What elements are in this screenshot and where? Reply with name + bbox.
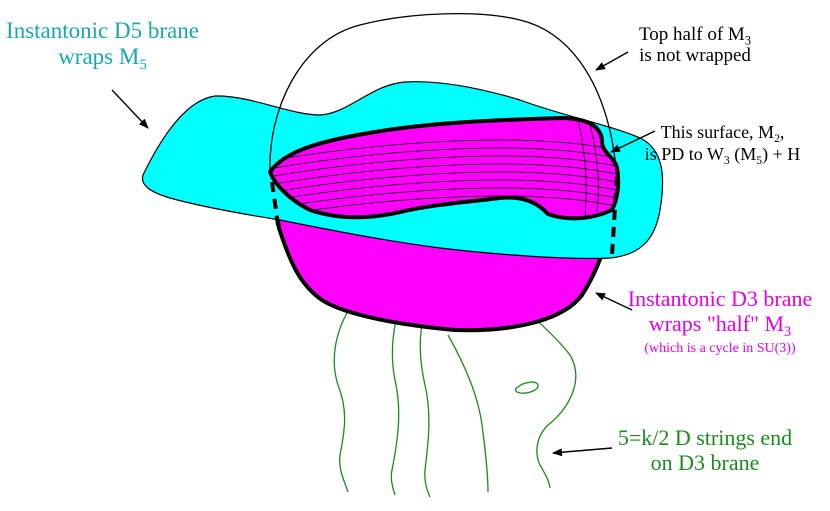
surface-m2 bbox=[270, 118, 619, 219]
label-d-strings: 5=k/2 D strings end on D3 brane bbox=[590, 425, 820, 475]
label-top-half-line1-text: Top half of M bbox=[639, 24, 745, 45]
arrows bbox=[111, 51, 656, 457]
d-string-5 bbox=[492, 279, 577, 489]
label-surface-line1-text: This surface, M bbox=[660, 122, 775, 142]
label-d5-brane: Instantonic D5 brane wraps M5 bbox=[0, 18, 205, 73]
label-d-strings-line2: on D3 brane bbox=[650, 449, 760, 475]
label-d5-line1: Instantonic D5 brane bbox=[6, 18, 199, 43]
label-surface-line2-sub1: 3 bbox=[723, 153, 730, 167]
label-surface-line1: This surface, M2, bbox=[635, 122, 810, 144]
d-string-2 bbox=[390, 297, 404, 496]
label-surface: This surface, M2, is PD to W3 (M5) + H bbox=[635, 122, 810, 166]
label-d5-line2-sub: 5 bbox=[139, 56, 147, 73]
label-surface-line2-sub2: 5 bbox=[756, 153, 763, 167]
surface-m2-outline bbox=[268, 116, 621, 221]
label-d3-line2-sub: 3 bbox=[784, 323, 792, 340]
label-d-strings-line1: 5=k/2 D strings end bbox=[617, 425, 793, 450]
label-top-half: Top half of M3 is not wrapped bbox=[615, 24, 775, 67]
label-top-half-line1: Top half of M3 bbox=[615, 24, 775, 48]
label-d3-cycle-note: (which is a cycle in SU(3)) bbox=[644, 341, 796, 356]
d-string-4 bbox=[447, 334, 489, 493]
arrow-d3 bbox=[595, 292, 633, 311]
label-d5-line2-text: wraps M bbox=[58, 43, 140, 69]
label-surface-line1-sub: 2 bbox=[774, 132, 780, 146]
d-string-3 bbox=[419, 291, 431, 498]
dashed-edge-right bbox=[610, 175, 619, 256]
label-d3-brane: Instantonic D3 brane wraps "half" M3 bbox=[615, 286, 825, 340]
label-d3-line2-text: wraps "half" M bbox=[648, 310, 785, 336]
arrow-d5 bbox=[111, 89, 149, 129]
arrow-surface bbox=[610, 130, 656, 153]
label-d3-line2: wraps "half" M3 bbox=[615, 310, 825, 340]
arrow-strings bbox=[552, 447, 613, 457]
label-top-half-line1-sub: 3 bbox=[744, 33, 751, 48]
label-d3-line1: Instantonic D3 brane bbox=[627, 286, 813, 311]
label-surface-line2: is PD to W3 (M5) + H bbox=[635, 144, 810, 166]
label-surface-line2-c: ) + H bbox=[762, 143, 801, 164]
label-top-half-line2: is not wrapped bbox=[639, 45, 751, 67]
d-string-1 bbox=[333, 304, 353, 493]
surface-hatching bbox=[270, 119, 619, 219]
label-surface-line2-a: is PD to W bbox=[644, 143, 724, 164]
m3-top-half bbox=[269, 13, 618, 173]
d-string-loop bbox=[514, 381, 539, 394]
label-d5-line2: wraps M5 bbox=[0, 43, 205, 73]
arrow-top-half bbox=[595, 51, 629, 71]
dashed-edge-left bbox=[270, 181, 281, 233]
d-strings bbox=[333, 279, 577, 498]
label-surface-line1-end: , bbox=[779, 122, 785, 142]
label-surface-line2-b: (M bbox=[729, 143, 757, 164]
